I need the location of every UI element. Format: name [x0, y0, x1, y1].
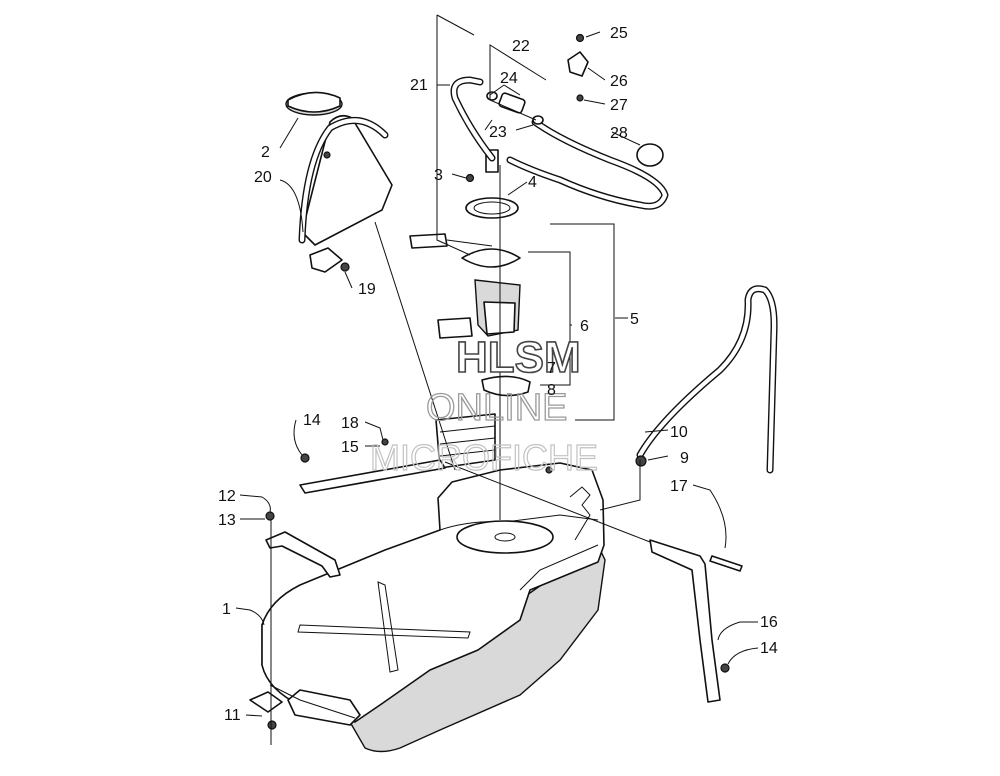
vent-clip — [323, 151, 331, 159]
strap-15 — [299, 459, 446, 494]
pump-sensor — [437, 317, 473, 339]
callout-18: 18 — [341, 415, 359, 432]
screw-14a — [300, 453, 310, 463]
strap-13 — [265, 531, 341, 578]
screw-27 — [576, 94, 584, 102]
tank-pump-opening-inner — [494, 532, 516, 542]
inline-filter-24 — [498, 92, 526, 114]
gasket-4 — [465, 197, 519, 219]
callout-22: 22 — [512, 38, 530, 55]
callout-3: 3 — [434, 167, 443, 184]
callout-5: 5 — [630, 311, 639, 328]
tank-right-vent — [569, 486, 591, 541]
callout-1: 1 — [222, 601, 231, 618]
tank-x-rib-2 — [377, 581, 399, 673]
leader-lines — [235, 14, 759, 745]
watermark-line-1: HLSM — [456, 333, 581, 382]
callout-27: 27 — [610, 97, 628, 114]
watermark-line-2: ONLINE — [426, 387, 567, 429]
screw-12 — [265, 511, 275, 521]
screw-14b — [720, 663, 730, 673]
clamp-23b — [532, 115, 544, 125]
callout-23: 23 — [489, 124, 507, 141]
callout-25: 25 — [610, 25, 628, 42]
mounting-hardware — [249, 438, 743, 730]
filler-shield — [301, 114, 393, 246]
callout-9: 9 — [680, 450, 689, 467]
clip-25-26 — [567, 51, 589, 77]
clamp-9 — [635, 455, 647, 467]
callout-17: 17 — [670, 478, 688, 495]
screw-19 — [340, 262, 350, 272]
pump-flange — [461, 248, 521, 268]
callout-19: 19 — [358, 281, 376, 298]
filler-neck-assembly — [285, 91, 393, 273]
watermark-line-3: MICROFICHE — [370, 437, 598, 478]
callout-7: 7 — [547, 360, 556, 377]
screw-tank-top — [545, 466, 553, 474]
screw-11 — [267, 720, 277, 730]
vent-hose-10 — [635, 285, 778, 474]
tank-x-rib-1 — [297, 624, 471, 639]
watermark: HLSM ONLINE MICROFICHE — [369, 332, 598, 478]
fuel-hose-assembly — [450, 33, 669, 210]
bracket-11 — [249, 691, 283, 713]
tank-bottom-lip — [269, 684, 356, 719]
callout-2: 2 — [261, 144, 270, 161]
screw-3 — [465, 173, 475, 183]
callout-14-lower: 14 — [760, 640, 778, 657]
callout-15: 15 — [341, 439, 359, 456]
callout-8: 8 — [547, 382, 556, 399]
callout-16: 16 — [760, 614, 778, 631]
screw-25 — [575, 33, 585, 43]
callout-20: 20 — [254, 169, 272, 186]
screw-18 — [381, 438, 389, 446]
clamp-28 — [636, 143, 664, 167]
callout-24: 24 — [500, 70, 518, 87]
fuel-tank — [261, 462, 606, 753]
callout-21: 21 — [410, 77, 428, 94]
callout-10: 10 — [670, 424, 688, 441]
tank-pump-opening — [456, 520, 554, 554]
callout-4: 4 — [528, 174, 537, 191]
callout-28: 28 — [610, 125, 628, 142]
callout-14-upper: 14 — [303, 412, 321, 429]
tank-right-step — [519, 544, 599, 591]
filler-bracket-19 — [309, 247, 343, 273]
bolt-17 — [709, 555, 743, 572]
pump-connector — [409, 233, 448, 249]
callout-labels: 1 2 3 4 5 6 7 8 9 10 11 12 13 14 14 15 1… — [218, 25, 778, 724]
callout-13: 13 — [218, 512, 236, 529]
callout-11: 11 — [224, 707, 241, 724]
callout-6: 6 — [580, 318, 589, 335]
bracket-16 — [649, 539, 721, 703]
fuel-cap-top — [287, 91, 341, 113]
fuel-hose-21 — [450, 76, 496, 162]
callout-26: 26 — [610, 73, 628, 90]
callout-12: 12 — [218, 488, 236, 505]
